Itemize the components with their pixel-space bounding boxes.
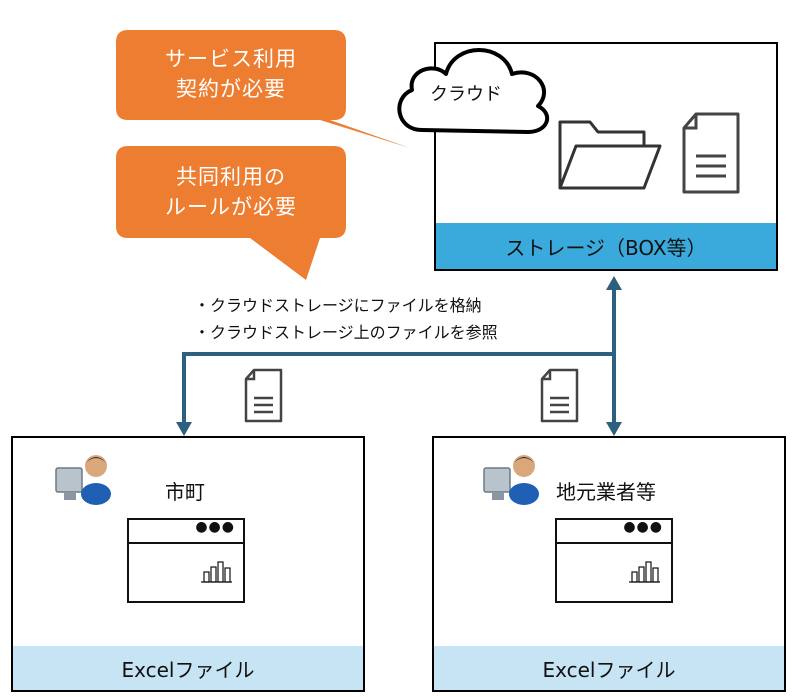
file-band: Excelファイル	[434, 646, 784, 690]
operation-notes: ・クラウドストレージにファイルを格納 ・クラウドストレージ上のファイルを参照	[194, 292, 498, 346]
storage-label: ストレージ（BOX等）	[505, 235, 707, 260]
bubble-line: ルールが必要	[165, 195, 297, 219]
window-icon: ●●●	[555, 518, 673, 603]
bubble-service-contract	[116, 30, 410, 148]
window-menu-dots: ●●●	[623, 519, 663, 535]
arrow-to-city	[182, 352, 614, 424]
window-icon: ●●●	[127, 518, 245, 603]
document-icon	[540, 368, 579, 423]
folder-icon	[558, 120, 662, 190]
client-name-business: 地元業者等	[556, 480, 656, 504]
file-band: Excelファイル	[13, 646, 363, 690]
document-icon	[682, 112, 740, 194]
cloud-icon	[397, 48, 550, 134]
bubble-line: 契約が必要	[176, 77, 286, 101]
client-box-business: Excelファイル	[432, 436, 786, 692]
note-line: ・クラウドストレージにファイルを格納	[194, 296, 482, 315]
window-menu-dots: ●●●	[195, 519, 235, 535]
document-icon	[244, 368, 283, 423]
user-pc-icon	[55, 455, 111, 505]
arrowhead-storage	[606, 276, 622, 290]
bar-chart-icon	[201, 561, 232, 583]
bubble-line: 共同利用の	[176, 165, 286, 189]
bubble-service-contract-text: サービス利用 契約が必要	[116, 44, 346, 104]
cloud-label: クラウド	[430, 84, 502, 105]
user-pc-icon	[483, 455, 539, 505]
bubble-shared-rules-text: 共同利用の ルールが必要	[116, 162, 346, 222]
arrowhead-business	[606, 422, 622, 436]
bar-chart-icon	[629, 561, 660, 583]
file-label: Excelファイル	[542, 657, 676, 682]
file-label: Excelファイル	[121, 657, 255, 682]
arrowhead-city	[176, 422, 192, 436]
bubble-line: サービス利用	[165, 47, 297, 71]
client-name-city: 市町	[165, 480, 205, 504]
note-line: ・クラウドストレージ上のファイルを参照	[194, 323, 498, 342]
storage-band: ストレージ（BOX等）	[436, 223, 776, 269]
bubble-shared-rules	[116, 146, 346, 280]
